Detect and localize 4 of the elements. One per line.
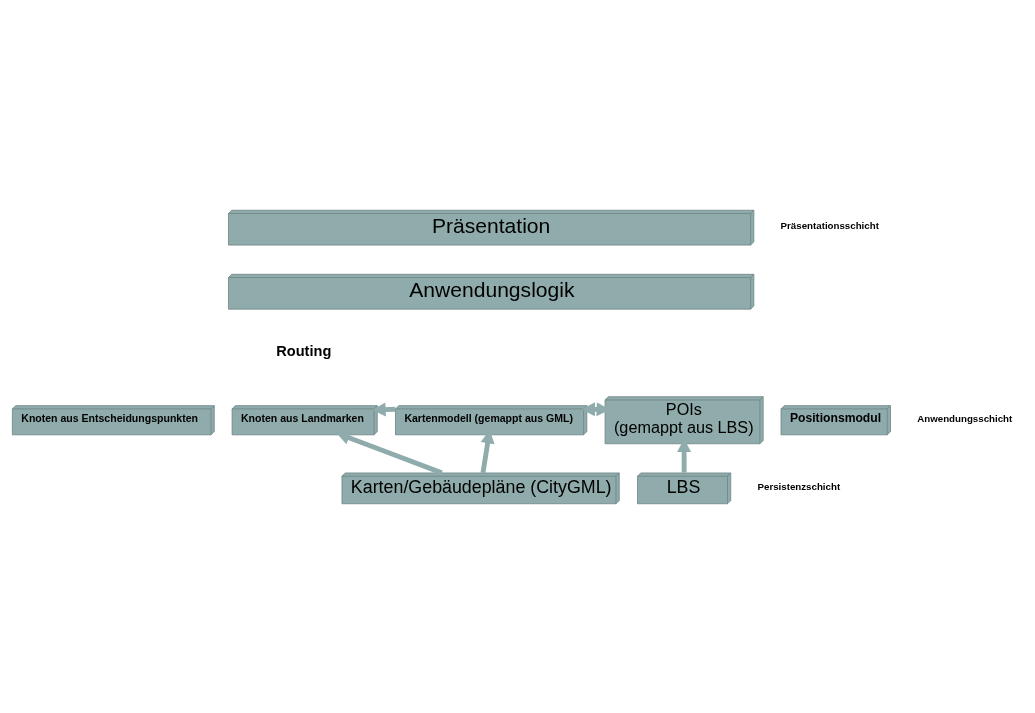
label: Routing xyxy=(276,342,332,359)
label: Anwendungsschicht xyxy=(917,412,1013,424)
label: Präsentationsschicht xyxy=(780,219,879,231)
label: Persistenzschicht xyxy=(757,480,841,492)
